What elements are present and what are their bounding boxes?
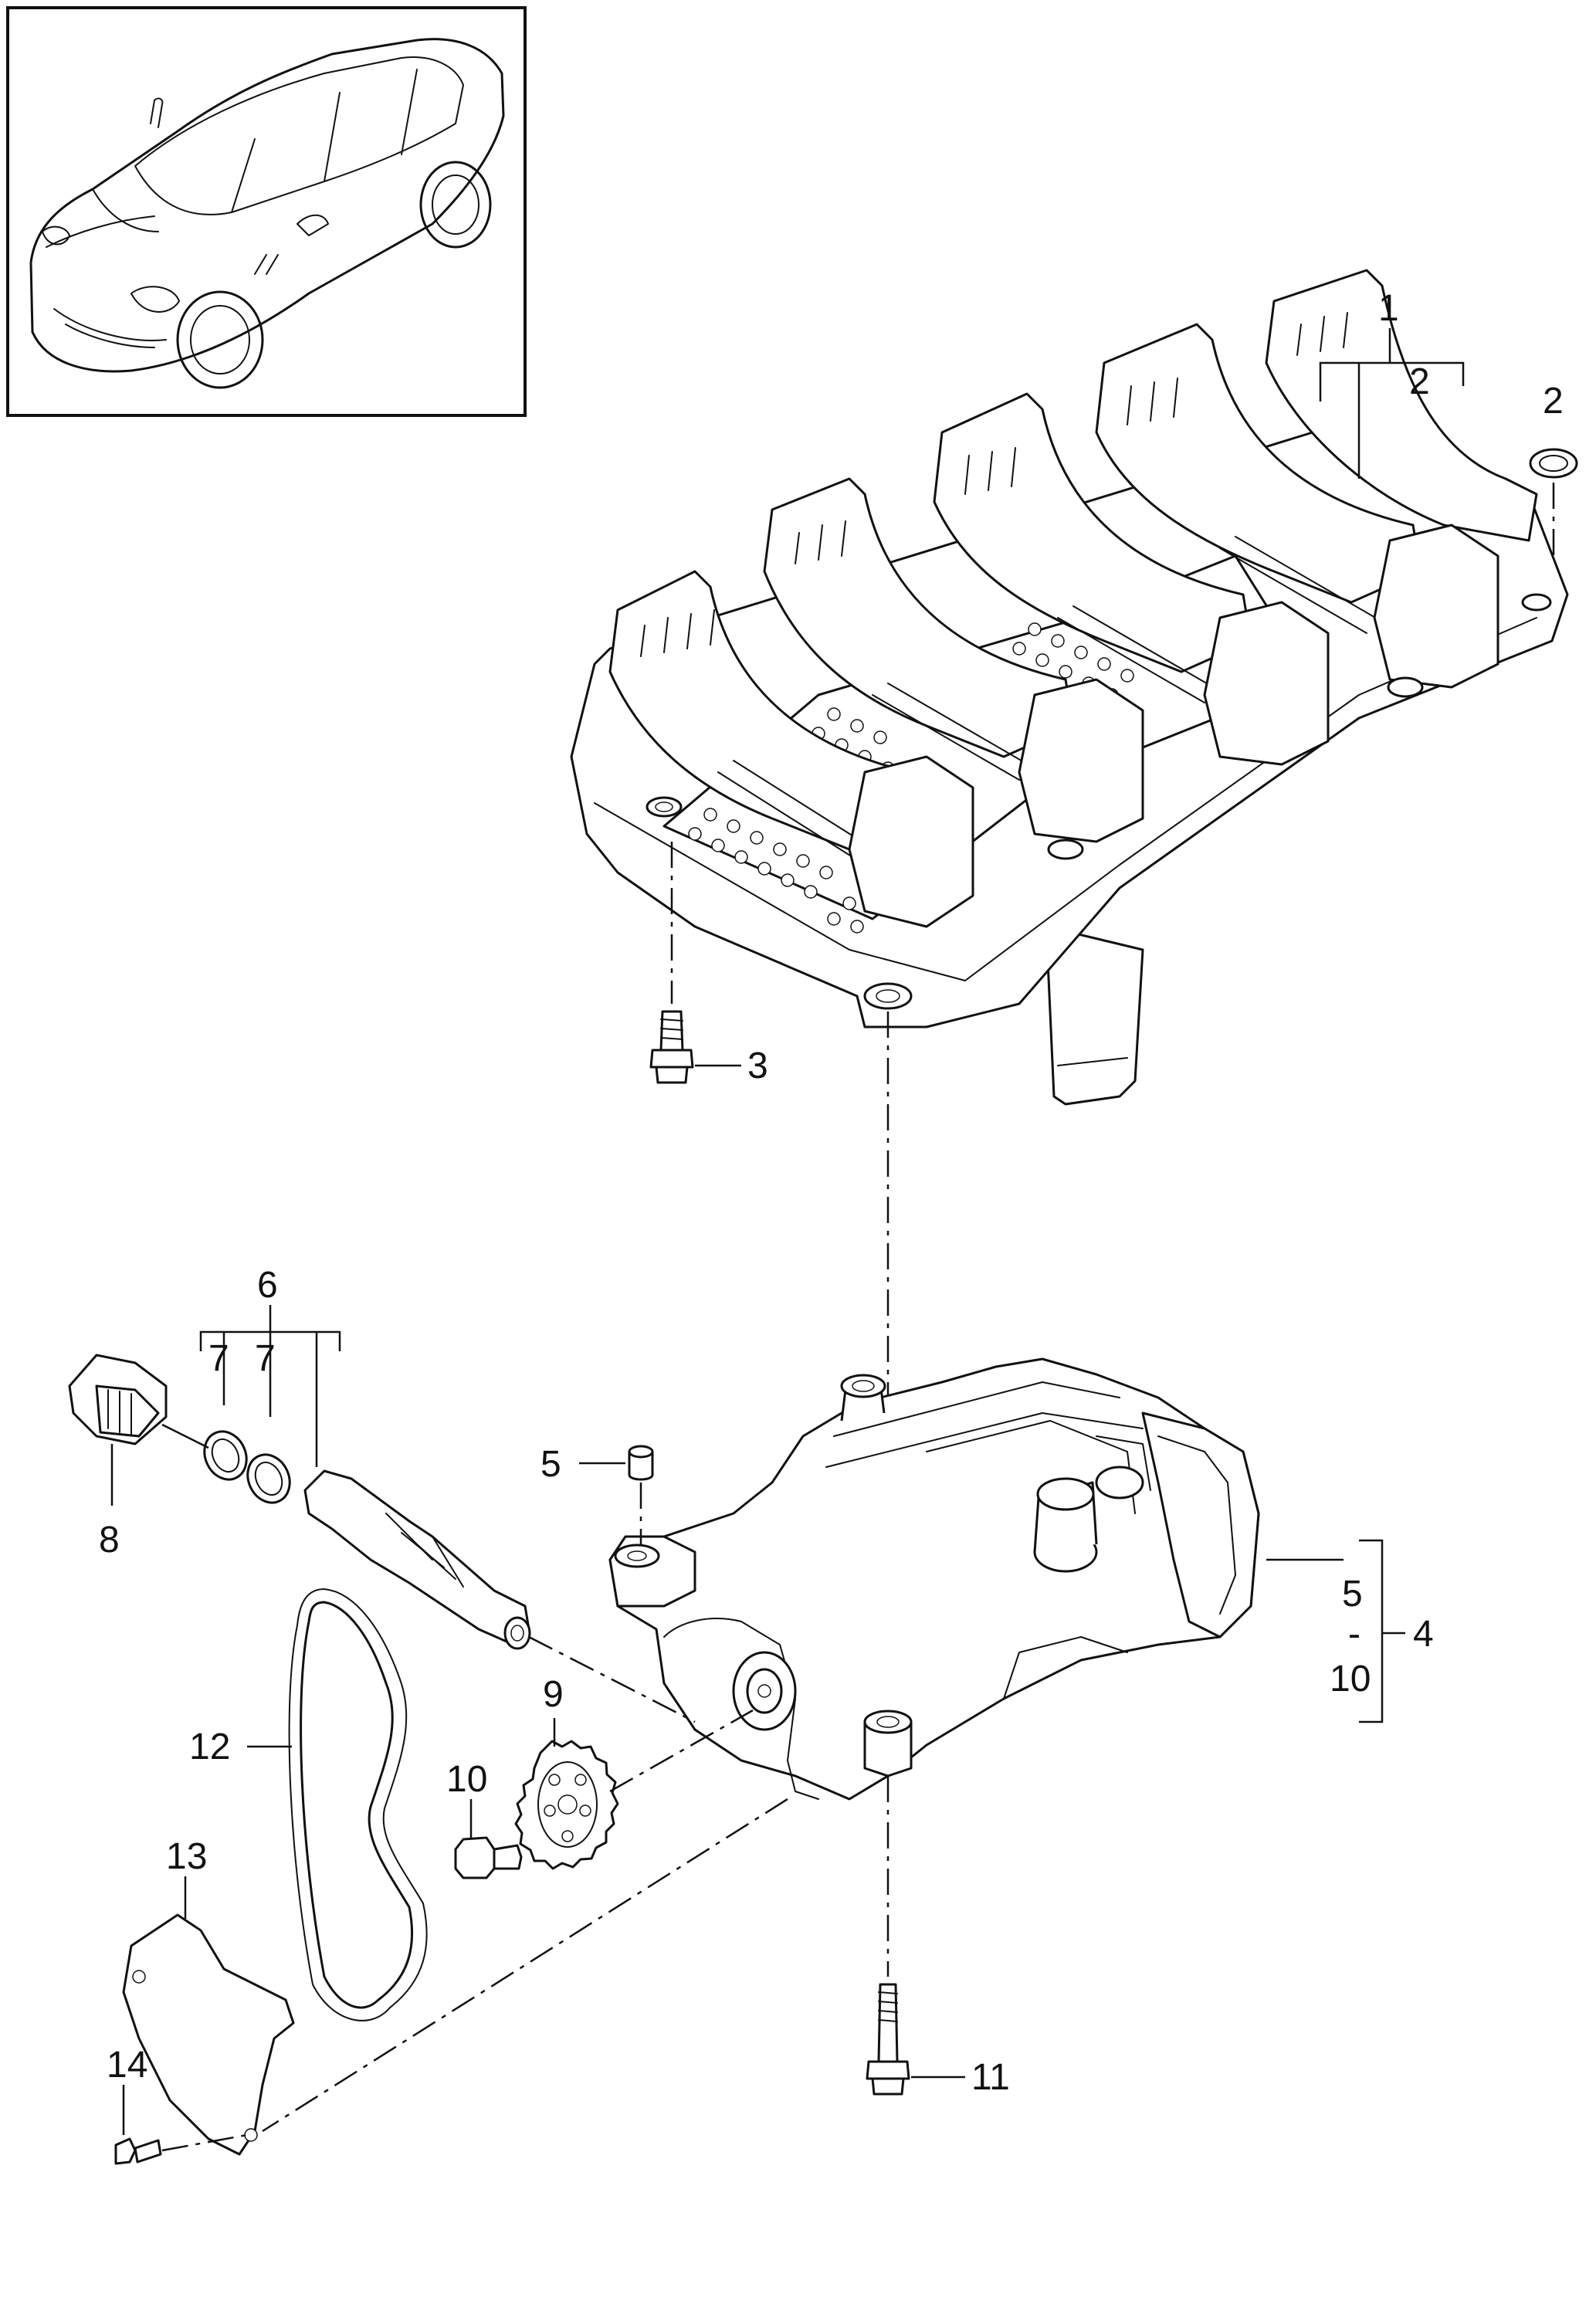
plug-cap: 8 — [68, 1354, 168, 1561]
callout-8: 8 — [99, 1520, 120, 1561]
callout-14: 14 — [107, 2045, 147, 2086]
small-bolt: 14 — [107, 2045, 248, 2165]
timing-chain: 12 — [189, 1588, 428, 2021]
sprocket: 9 — [514, 1674, 619, 1870]
callout-13: 13 — [166, 1836, 207, 1877]
callout-5: 5 — [540, 1444, 561, 1485]
callout-7a: 7 — [208, 1338, 229, 1379]
callout-11: 11 — [971, 2057, 1010, 2098]
callout-4-range-start: 5 — [1342, 1574, 1363, 1615]
callout-9: 9 — [543, 1674, 564, 1715]
callout-4-range-end: 10 — [1330, 1659, 1371, 1699]
seal-ring: 2 — [1529, 381, 1578, 556]
bolt-3: 3 — [649, 842, 768, 1086]
callout-1-bracket: 1 2 — [1319, 288, 1465, 479]
chain-cover: 13 — [122, 1836, 295, 2156]
callout-1: 1 — [1378, 288, 1399, 329]
alignment-line-cover — [262, 1798, 788, 2133]
callout-6-bracket: 6 7 7 — [199, 1265, 341, 1467]
callout-6: 6 — [257, 1265, 278, 1306]
drive-shaft — [303, 1469, 531, 1650]
vehicle-thumbnail — [6, 6, 527, 417]
callout-4: 4 — [1413, 1614, 1434, 1655]
callout-7b: 7 — [255, 1338, 276, 1379]
long-bolt: 11 — [866, 1776, 1010, 2098]
callout-3: 3 — [747, 1045, 768, 1086]
callout-4-bracket: 5 - 10 4 — [1266, 1539, 1434, 1723]
oil-pan-upper-section — [570, 269, 1569, 1106]
callout-12: 12 — [189, 1727, 230, 1767]
alignment-line-shaft — [528, 1635, 696, 1723]
oil-pump-assembly — [608, 1357, 1260, 1801]
leader-o-rings — [161, 1423, 209, 1449]
callout-10: 10 — [446, 1759, 487, 1800]
callout-2: 2 — [1543, 381, 1564, 422]
alignment-line-sprocket — [609, 1709, 754, 1793]
callout-4-range-dash: - — [1348, 1614, 1360, 1655]
o-ring-7a — [203, 1430, 248, 1481]
sprocket-bolt: 10 — [446, 1759, 523, 1879]
o-ring-7b — [246, 1453, 291, 1504]
dowel-sleeve: 5 — [540, 1444, 654, 1544]
callout-1-sub-2: 2 — [1409, 361, 1430, 402]
